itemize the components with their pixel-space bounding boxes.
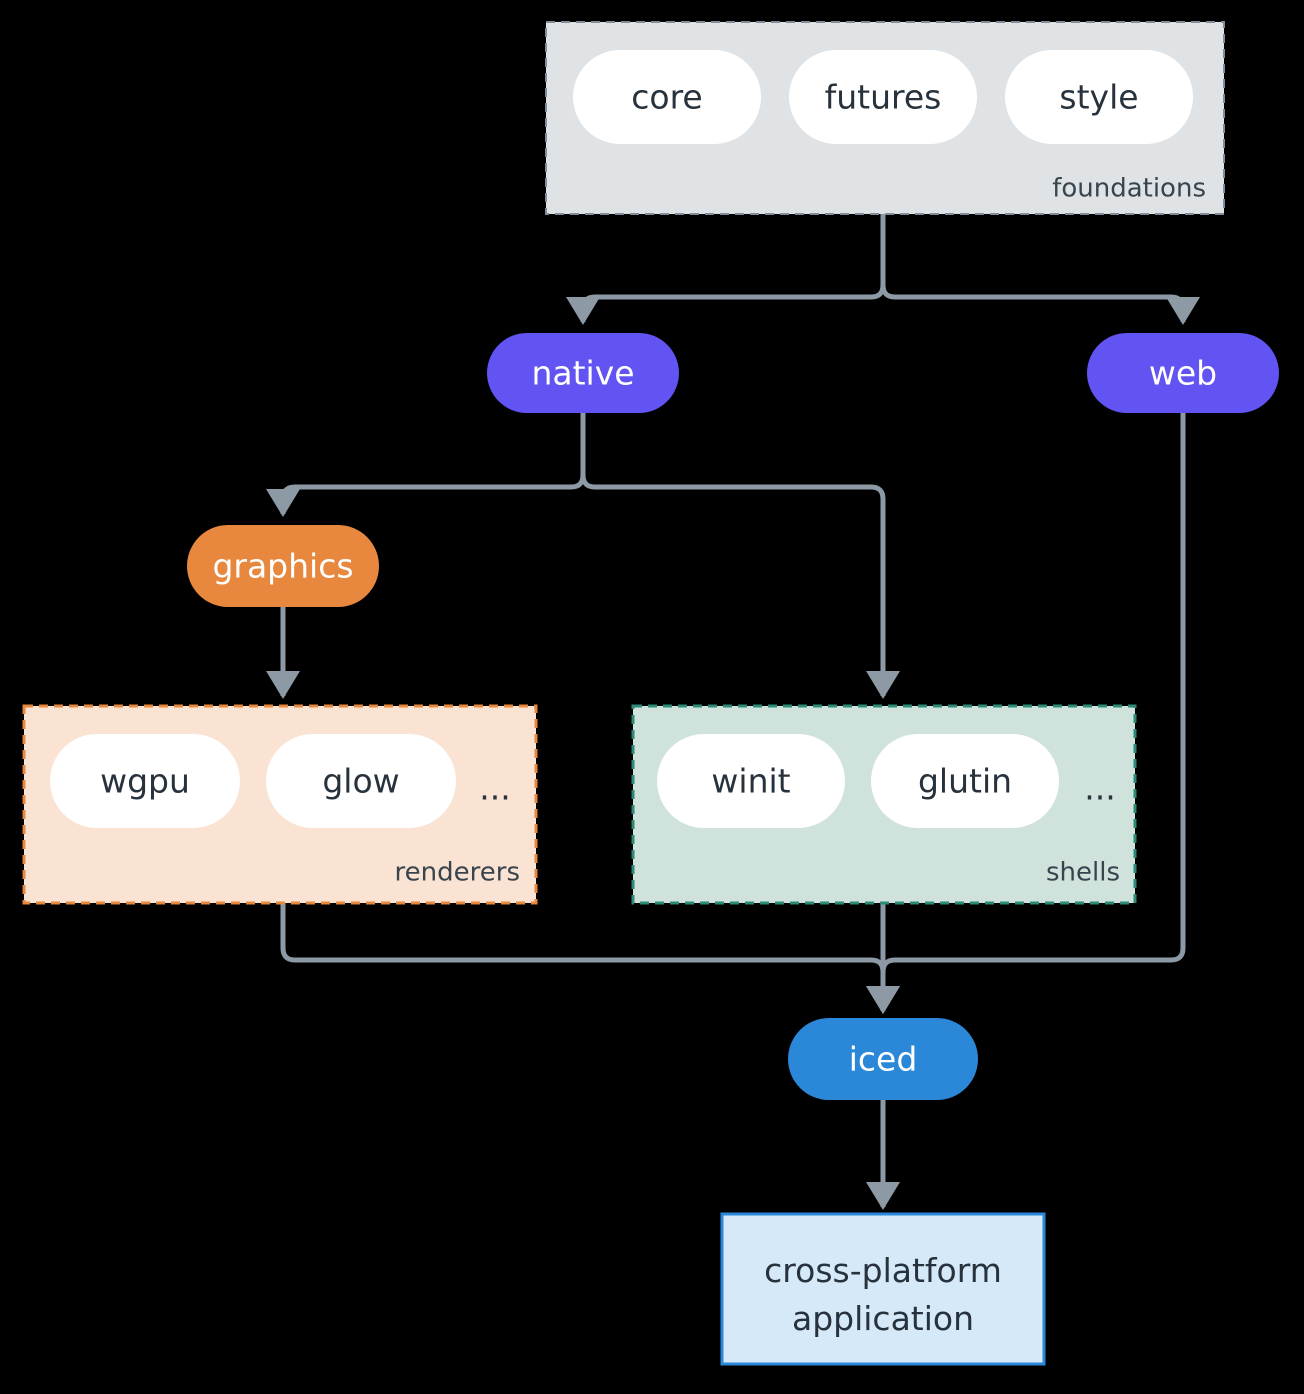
pill-glutin-label: glutin [918, 762, 1012, 801]
node-iced[interactable]: iced [788, 1018, 978, 1100]
edge-foundations-web [880, 214, 1200, 326]
pill-winit-label: winit [711, 762, 790, 801]
node-native-shape [487, 333, 679, 413]
node-web-shape [1087, 333, 1279, 413]
cluster-shells: winit glutin ... shells [631, 704, 1137, 905]
pill-style-shape [1005, 50, 1193, 144]
pill-wgpu[interactable]: wgpu [50, 734, 240, 828]
pill-winit[interactable]: winit [657, 734, 845, 828]
cluster-foundations-label: foundations [1052, 174, 1206, 204]
node-web-label: web [1149, 354, 1217, 393]
node-native[interactable]: native [487, 333, 679, 413]
node-application[interactable]: cross-platform application [720, 1212, 1046, 1366]
edge-layer [266, 214, 1200, 1211]
node-application-shape [720, 1212, 1046, 1366]
pill-futures[interactable]: futures [789, 50, 977, 144]
node-web[interactable]: web [1087, 333, 1279, 413]
edge-native-shells [580, 412, 900, 700]
pill-glutin-shape [871, 734, 1059, 828]
cluster-foundations: core futures style foundations [545, 21, 1225, 215]
pill-glow-label: glow [322, 762, 399, 801]
pill-core-shape [573, 50, 761, 144]
cluster-renderers-label: renderers [395, 858, 520, 888]
node-graphics-shape [187, 525, 379, 607]
node-application-line2: application [792, 1299, 974, 1338]
pill-futures-label: futures [825, 78, 942, 117]
node-iced-shape [788, 1018, 978, 1100]
node-graphics[interactable]: graphics [187, 525, 379, 607]
node-application-line1: cross-platform [764, 1251, 1002, 1290]
edge-native-graphics [266, 412, 586, 518]
pill-wgpu-shape [50, 734, 240, 828]
pill-glutin[interactable]: glutin [871, 734, 1059, 828]
edge-foundations-native [566, 214, 886, 326]
edge-web-iced [866, 412, 1186, 1015]
node-graphics-label: graphics [212, 547, 353, 586]
cluster-renderers-ellipsis: ... [479, 769, 510, 808]
node-native-label: native [531, 354, 634, 393]
pill-wgpu-label: wgpu [100, 762, 190, 801]
pill-glow[interactable]: glow [266, 734, 456, 828]
pill-core-label: core [631, 78, 702, 117]
pill-futures-shape [789, 50, 977, 144]
pill-core[interactable]: core [573, 50, 761, 144]
cluster-renderers: wgpu glow ... renderers [22, 704, 538, 905]
pill-glow-shape [266, 734, 456, 828]
cluster-shells-ellipsis: ... [1084, 769, 1115, 808]
node-iced-label: iced [849, 1040, 918, 1079]
pill-style[interactable]: style [1005, 50, 1193, 144]
pill-style-label: style [1059, 78, 1138, 117]
pill-winit-shape [657, 734, 845, 828]
cluster-shells-label: shells [1046, 858, 1120, 888]
edge-renderers-iced [280, 903, 900, 1015]
